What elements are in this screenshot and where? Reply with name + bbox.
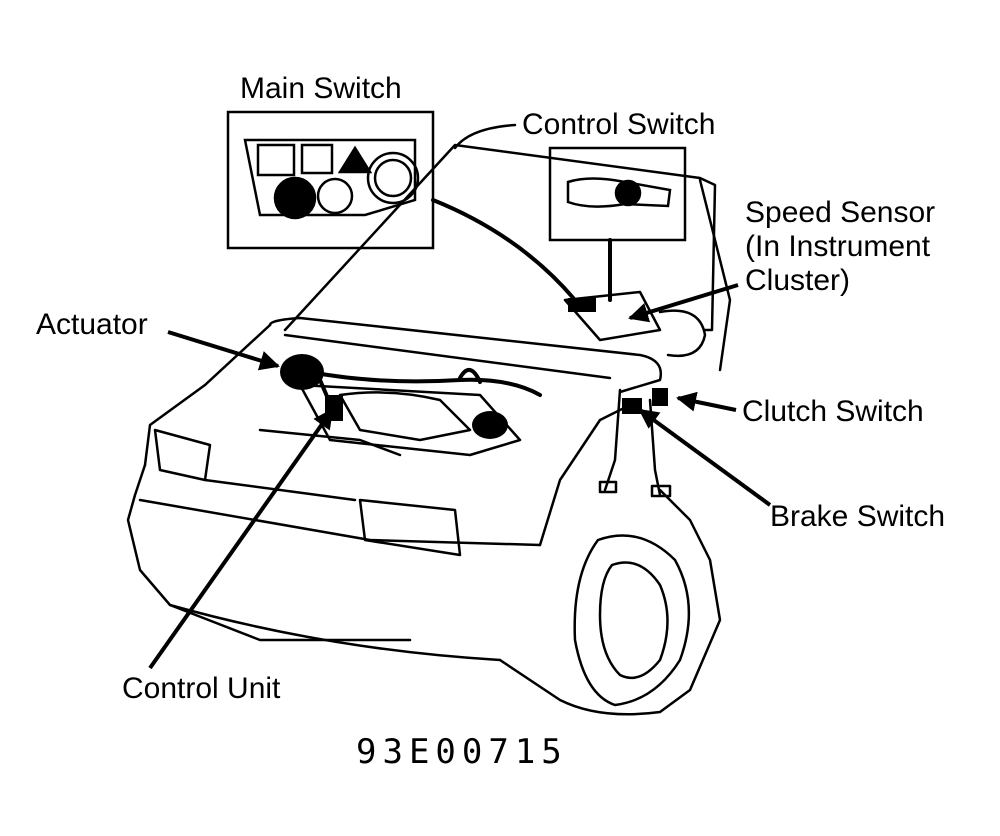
wiring: [308, 198, 612, 417]
left-side: [126, 463, 412, 642]
actuator-leader: [167, 330, 280, 371]
right-wheel-inner: [598, 561, 669, 680]
dash-panel: [563, 290, 662, 342]
radiator-support: [258, 428, 402, 457]
right-wheel: [573, 534, 691, 707]
actuator-body: [280, 354, 324, 390]
headlight-left: [153, 428, 212, 482]
engine-block: [298, 383, 522, 457]
front-lamp-box: [358, 498, 462, 557]
steering-wheel: [658, 309, 707, 358]
hood-rear-edge: [283, 333, 612, 380]
pedal-right: [648, 398, 662, 497]
main-switch-label: Main Switch: [240, 72, 402, 105]
pedal-pad-right: [650, 484, 672, 498]
control-switch-inset: [548, 146, 687, 242]
clutch-switch-body: [652, 388, 668, 406]
front-grille-edge: [203, 478, 357, 502]
bumper-top: [138, 498, 542, 547]
bumper-lower: [168, 603, 502, 662]
a-pillar-right: [698, 178, 732, 372]
control-unit-label: Control Unit: [122, 672, 281, 705]
engine-cover: [338, 391, 472, 442]
hood-outline: [268, 316, 663, 394]
windshield-outline: [283, 143, 717, 332]
right-fender: [538, 398, 642, 547]
clutch-switch-leader: [676, 391, 737, 412]
brake-switch-body: [622, 398, 642, 414]
brake-switch-leader: [638, 408, 772, 507]
clutch-switch-label: Clutch Switch: [742, 395, 924, 428]
speed-sensor-body: [568, 298, 596, 312]
control-unit-leader: [148, 408, 334, 670]
speed-sensor-label: Speed Sensor (In Instrument Cluster): [745, 196, 936, 297]
right-side-lower: [498, 488, 722, 716]
roof-line: [453, 123, 517, 150]
speed-sensor-leader: [628, 283, 739, 323]
main-switch-inset: [226, 110, 435, 250]
pedal-bracket: [603, 388, 622, 492]
brake-switch-label: Brake Switch: [770, 500, 946, 533]
actuator-label: Actuator: [36, 308, 148, 341]
throttle-body: [472, 411, 508, 439]
components: [280, 298, 668, 439]
pedal-pad-left: [598, 480, 618, 494]
control-switch-label: Control Switch: [522, 108, 716, 141]
figure-code: 93E00715: [356, 732, 568, 772]
